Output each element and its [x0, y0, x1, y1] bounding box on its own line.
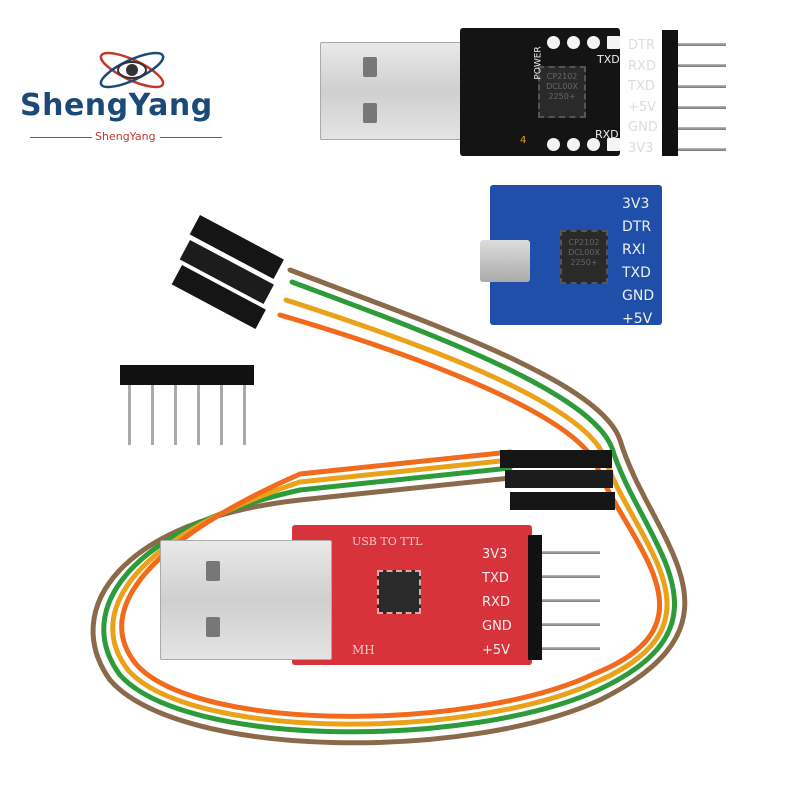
cable-yellow	[110, 297, 670, 727]
led-label-rxd: RXD	[595, 128, 619, 141]
chip-marking: DCL00X	[546, 82, 578, 91]
pin-label: +5V	[622, 311, 653, 327]
black-cp2102-board: CP2102 DCL00X 2250+ TXD RXD POWER 4	[460, 28, 620, 156]
chip-marking: CP2102	[568, 238, 600, 247]
cable-brown	[90, 267, 688, 746]
micro-usb-port	[480, 240, 530, 282]
chip-marking: DCL00X	[568, 248, 600, 257]
pin-label: 3V3	[622, 196, 650, 212]
pin-label: +5V	[482, 643, 511, 658]
brand-subtitle: ShengYang	[95, 130, 156, 143]
black-board-pin-labels: DTR RXD TXD +5V GND 3V3	[628, 36, 658, 159]
pin-label: RXD	[482, 595, 510, 610]
pin-label: TXD	[482, 571, 509, 586]
brand-name: ShengYang	[20, 88, 213, 123]
pin-header-strip	[120, 365, 254, 385]
board-marking: 4	[520, 135, 527, 146]
pin-label: GND	[628, 120, 658, 135]
pin-label: 3V3	[482, 547, 508, 562]
pin-label: +5V	[628, 99, 657, 115]
pin-label: RXD	[628, 58, 656, 74]
dupont-connectors-bottom	[500, 450, 615, 510]
pin-header	[528, 535, 542, 660]
eye-orbit-logo	[99, 51, 165, 89]
chip-marking: CP2102	[546, 72, 578, 81]
power-label: POWER	[533, 46, 544, 80]
chip-marking: 2250+	[570, 258, 598, 267]
usb-a-plug	[160, 540, 332, 660]
pin-label: GND	[622, 288, 655, 304]
blue-cp2102-board: CP2102 DCL00X 2250+ 3V3 DTR RXI TXD GND …	[480, 185, 662, 327]
pin-label: DTR	[622, 219, 652, 235]
cable-green	[101, 279, 677, 735]
led-label-txd: TXD	[597, 53, 620, 66]
board-title: USB TO TTL	[352, 535, 423, 548]
red-usb-ttl-board: USB TO TTL MH 3V3 TXD RXD GND +5V	[292, 525, 532, 665]
pin-header	[662, 30, 678, 156]
pin-label: RXI	[622, 242, 646, 258]
divider	[160, 137, 222, 138]
pin-label: 3V3	[628, 140, 654, 156]
divider	[30, 137, 92, 138]
usb-a-plug	[320, 42, 472, 140]
chip-marking: 2250+	[548, 92, 576, 101]
pin-label: DTR	[628, 38, 655, 53]
maker-mark: MH	[352, 643, 375, 657]
dupont-connectors-top	[171, 215, 284, 330]
pin-label: TXD	[628, 79, 655, 94]
cable-orange	[119, 312, 663, 719]
pin-label: TXD	[622, 265, 651, 281]
pin-label: GND	[482, 619, 512, 634]
